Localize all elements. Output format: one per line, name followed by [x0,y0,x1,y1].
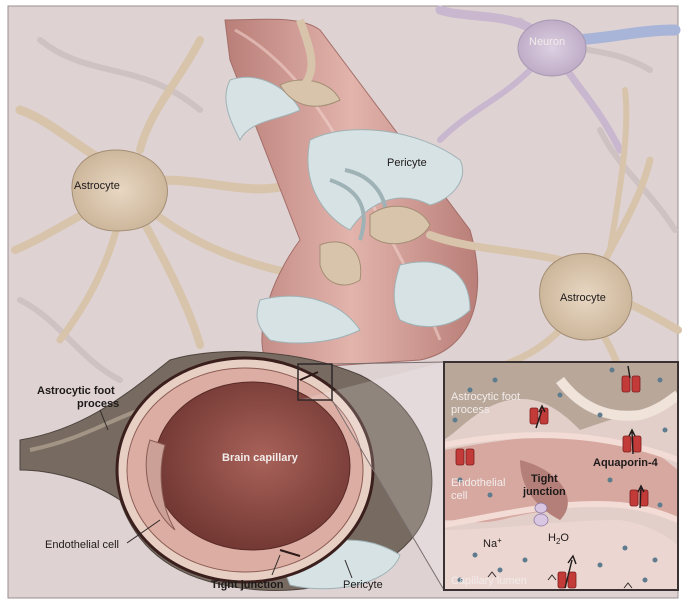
label-tight-junction: Tight junction [211,579,284,591]
label-endothelial-cell: Endothelial cell [45,539,119,551]
inset-label-endothelial-line2: cell [451,490,468,502]
tight-junction-protein [534,514,548,526]
inset-label-endothelial-line1: Endothelial [451,477,505,489]
inset-label-astrocytic-foot-line1: Astrocytic foot [451,391,520,403]
inset-label-tight-junction-line1: Tight [531,473,558,485]
label-pericyte-bottom: Pericyte [343,579,383,591]
inset-label-aquaporin: Aquaporin-4 [593,457,659,469]
inset-label-sodium-symbol: Na [483,538,498,550]
label-astrocytic-foot-process-line1: Astrocytic foot [37,385,115,397]
label-brain-capillary: Brain capillary [222,452,299,464]
inset-label-capillary-lumen: Capillary lumen [451,575,527,587]
label-pericyte-top: Pericyte [387,157,427,169]
inset-label-sodium-charge: + [497,536,502,545]
label-astrocyte-left: Astrocyte [74,180,120,192]
inset-label-tight-junction-line2: junction [522,486,566,498]
inset-label-astrocytic-foot-line2: process [451,404,490,416]
inset-label-water-h: H [548,532,556,544]
label-astrocyte-right: Astrocyte [560,292,606,304]
label-astrocytic-foot-process-line2: process [77,398,119,410]
label-neuron: Neuron [529,36,565,48]
inset-label-water-o: O [560,532,569,544]
